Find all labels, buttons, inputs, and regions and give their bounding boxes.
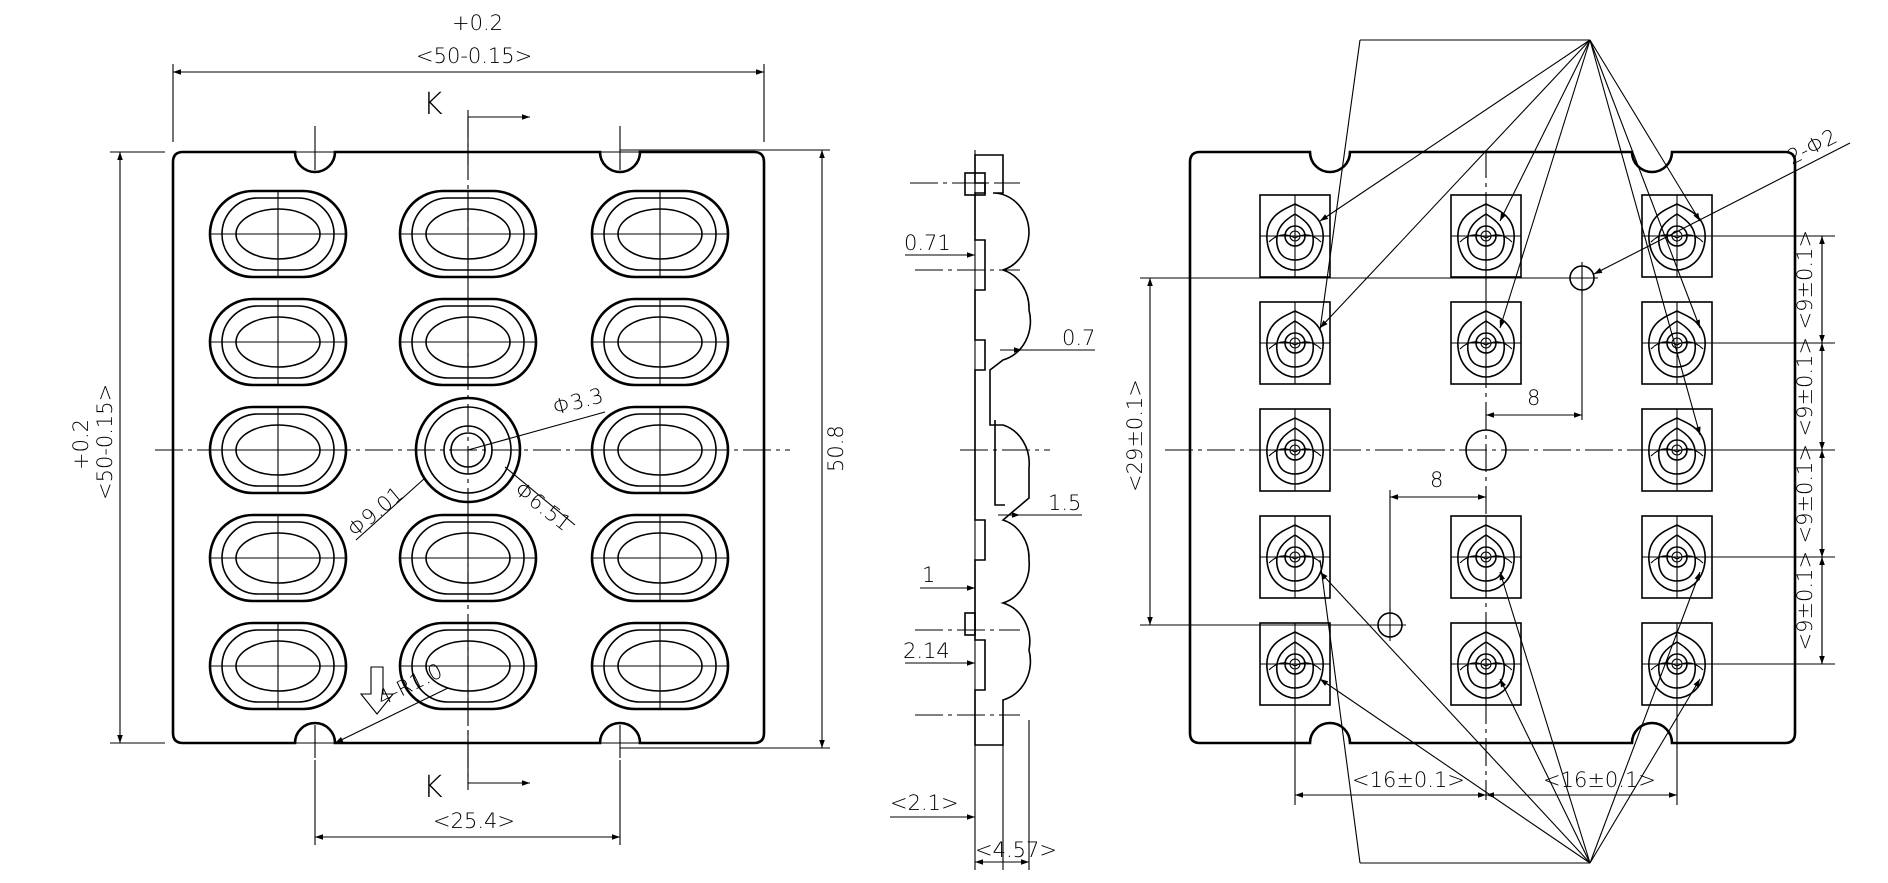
- section-view: 0.71 0.7 1.5 1 2.14 <2.1> <4.57>: [890, 150, 1095, 870]
- lens: [208, 297, 348, 387]
- dim-row-pitch: <9±0.1>: [1793, 444, 1817, 544]
- lens: [208, 621, 348, 711]
- lens: [590, 621, 730, 711]
- dim-hole-vertical: <29±0.1>: [1123, 379, 1147, 492]
- dim-height: <50-0.15>: [93, 384, 117, 500]
- dim-row-pitch: <9±0.1>: [1793, 551, 1817, 651]
- dim-section-c: 1.5: [1048, 491, 1081, 515]
- section-arrow-bottom: K: [423, 730, 530, 805]
- dim-column-pitch-left: <16±0.1>: [1352, 768, 1465, 792]
- led-cell: [1259, 301, 1331, 385]
- notch-centre-marks: [295, 126, 640, 758]
- row-pitch-dimensions: <9±0.1> <9±0.1> <9±0.1> <9±0.1>: [1700, 230, 1835, 665]
- dim-boss-outer-diameter: Φ9.01: [343, 482, 408, 542]
- lens: [590, 189, 730, 279]
- lens: [398, 513, 538, 603]
- lens: [398, 189, 538, 279]
- dim-boss-inner-diameter: Φ6.51: [510, 477, 576, 536]
- led-cell: [1259, 408, 1331, 492]
- lens: [398, 297, 538, 387]
- led-cell: [1641, 408, 1713, 492]
- lens: [208, 513, 348, 603]
- led-cell-array: [1259, 194, 1713, 706]
- dim-hole-offset-lower: 8: [1430, 468, 1443, 492]
- leader-lines: [1319, 39, 1701, 864]
- dim-section-b: 0.7: [1062, 326, 1095, 350]
- lens: [208, 189, 348, 279]
- dim-section-g: <4.57>: [975, 838, 1057, 862]
- lens-array: [208, 189, 730, 711]
- led-cell: [1450, 194, 1522, 278]
- plate-outline: [171, 150, 766, 745]
- led-cell: [1450, 515, 1522, 599]
- dim-section-a: 0.71: [904, 231, 951, 255]
- lens: [590, 513, 730, 603]
- dim-height-tolerance: +0.2: [69, 419, 93, 470]
- lens: [590, 405, 730, 495]
- center-boss: [414, 396, 522, 504]
- led-cell: [1450, 622, 1522, 706]
- front-view: K K +0.2 <50-0.15> +0.2 <50-0.15> 50.8 <…: [69, 11, 848, 845]
- led-cell: [1259, 515, 1331, 599]
- dim-notch-pitch: <25.4>: [433, 809, 515, 833]
- rear-plate-outline: [1188, 150, 1797, 745]
- lens: [398, 621, 538, 711]
- dim-section-f: <2.1>: [890, 791, 959, 815]
- led-cell: [1450, 301, 1522, 385]
- dim-width: <50-0.15>: [416, 44, 532, 68]
- dim-overall-height: 50.8: [824, 425, 848, 472]
- section-arrow-top: K: [423, 87, 530, 165]
- lens: [590, 297, 730, 387]
- section-label-bottom: K: [423, 770, 443, 805]
- dim-row-pitch: <9±0.1>: [1793, 337, 1817, 437]
- section-profile: [974, 154, 1032, 746]
- lens: [208, 405, 348, 495]
- dim-column-pitch-right: <16±0.1>: [1543, 768, 1656, 792]
- dim-section-d: 1: [922, 563, 935, 587]
- rear-view: 2-Φ2 8 8 <29±0.1> <9±0.1><9±0.1><9±0.1><…: [1123, 39, 1851, 864]
- section-label-top: K: [423, 87, 443, 122]
- dim-width-tolerance: +0.2: [452, 11, 503, 35]
- dim-section-e: 2.14: [903, 639, 950, 663]
- led-cell: [1259, 194, 1331, 278]
- dim-hole-offset-upper: 8: [1527, 386, 1540, 410]
- dim-row-pitch: <9±0.1>: [1793, 230, 1817, 330]
